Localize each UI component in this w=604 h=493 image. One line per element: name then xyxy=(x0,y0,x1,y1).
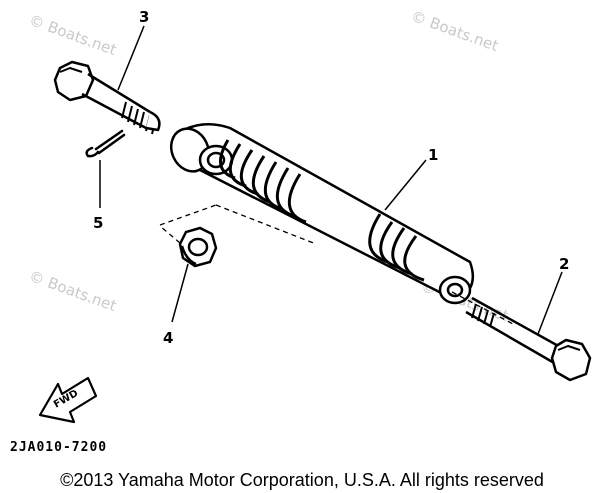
watermark: © Boats.net xyxy=(27,11,119,59)
callout-4: 4 xyxy=(163,329,173,347)
assembly-lines xyxy=(159,204,516,326)
fwd-arrow-icon: FWD xyxy=(38,376,98,424)
spring-coils xyxy=(219,139,425,282)
flange-nut xyxy=(178,226,218,268)
diagram-code: 2JA010-7200 xyxy=(10,440,108,455)
cotter-pin xyxy=(85,129,126,158)
copyright-text: ©2013 Yamaha Motor Corporation, U.S.A. A… xyxy=(60,470,544,490)
leader-lines xyxy=(99,25,563,335)
watermark: © Boats.net xyxy=(409,7,501,55)
callout-2: 2 xyxy=(559,255,569,273)
lower-bolt xyxy=(465,296,592,382)
upper-bolt xyxy=(53,60,161,135)
callout-3: 3 xyxy=(139,8,149,26)
callout-1: 1 xyxy=(428,146,438,164)
shock-absorber xyxy=(169,123,475,305)
watermark: © Boats.net xyxy=(27,267,119,315)
lower-bolt-thread xyxy=(471,303,495,328)
callout-5: 5 xyxy=(93,214,103,232)
